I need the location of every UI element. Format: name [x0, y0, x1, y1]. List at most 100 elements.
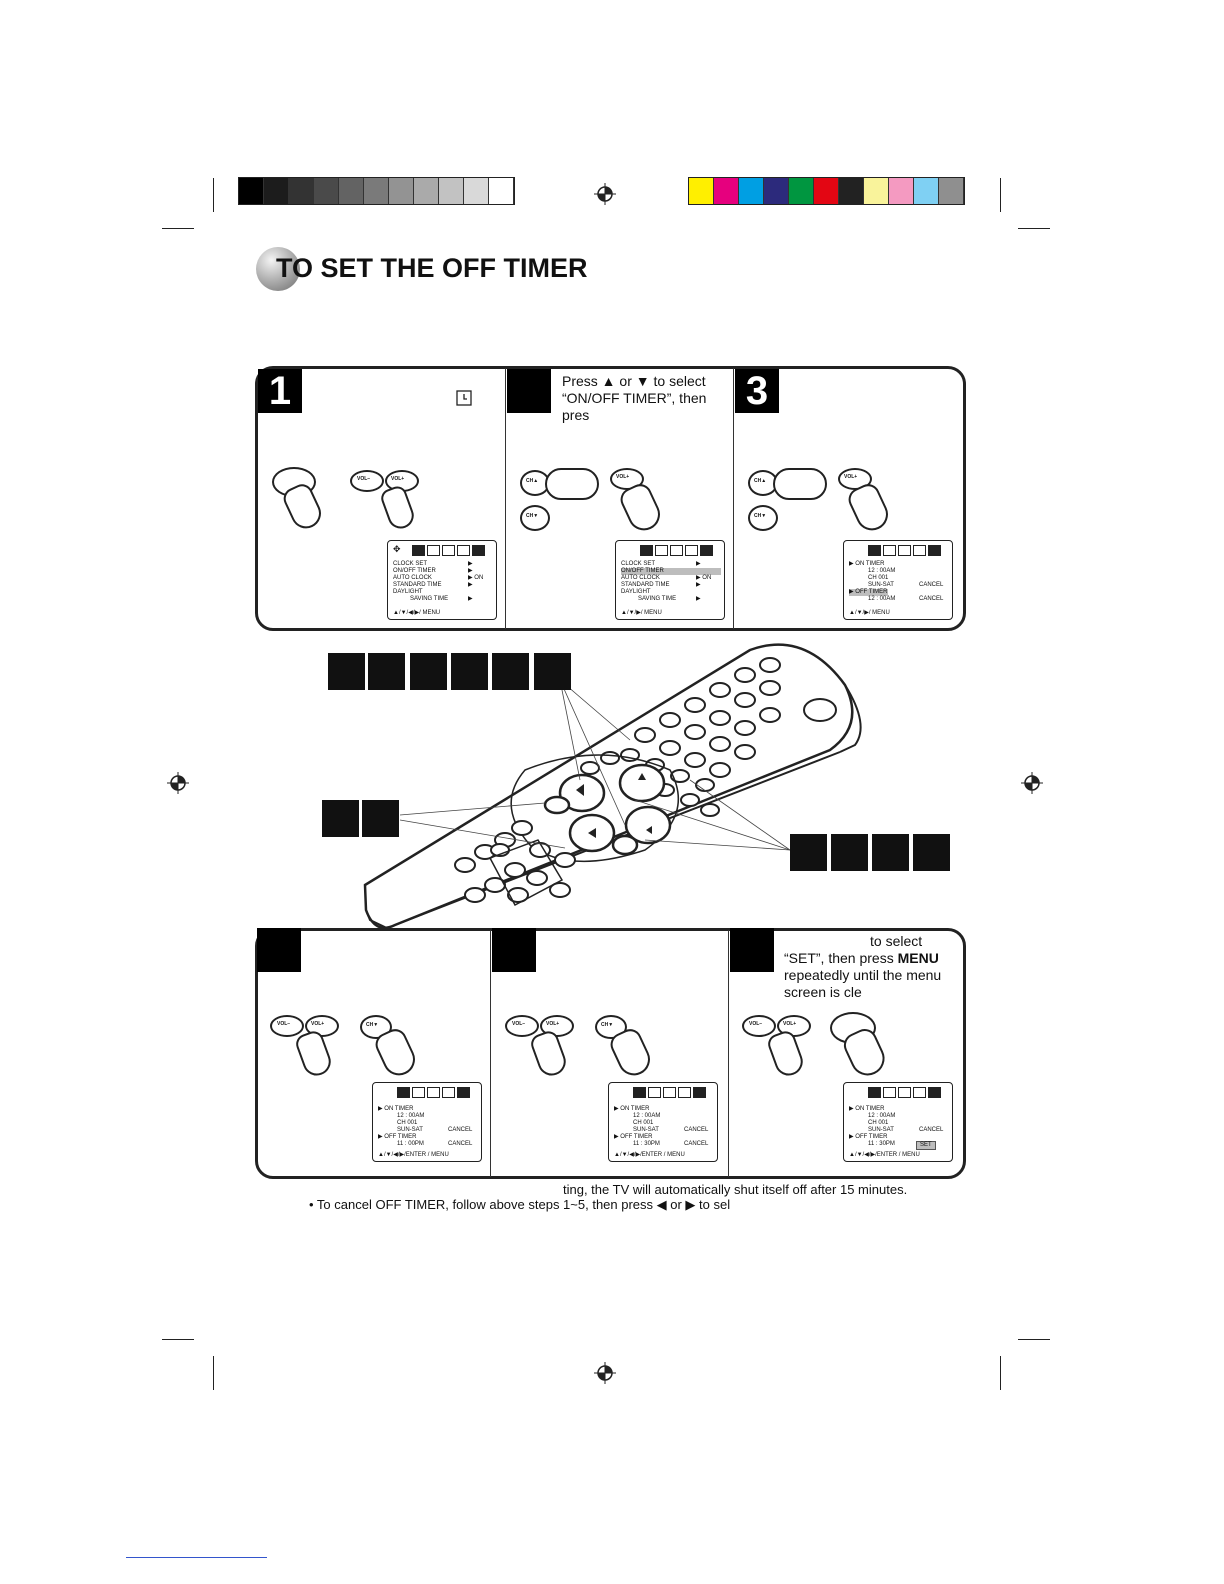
callout-label-box	[322, 800, 359, 837]
callout-label-box	[534, 653, 571, 690]
color-swatch	[264, 178, 289, 204]
panel-divider	[490, 930, 491, 1177]
vol-minus-button[interactable]	[350, 470, 384, 492]
vol-minus-label: VOL–	[512, 1021, 526, 1027]
footnote-auto-shutoff: ting, the TV will automatically shut its…	[563, 1182, 908, 1197]
color-swatch	[289, 178, 314, 204]
crop-mark	[213, 1356, 214, 1390]
callout-label-box	[362, 800, 399, 837]
color-swatch	[314, 178, 339, 204]
vol-minus-label: VOL–	[749, 1021, 763, 1027]
footnote-cancel-off-timer: • To cancel OFF TIMER, follow above step…	[309, 1197, 731, 1212]
color-swatch	[439, 178, 464, 204]
ch-up-label: CH▲	[754, 478, 767, 484]
vol-minus-button[interactable]	[742, 1015, 776, 1037]
color-swatch	[739, 178, 764, 204]
menu-screen-off-timer-minutes: ▶ ON TIMER 12 : 00AM CH 001 SUN-SAT CANC…	[608, 1082, 718, 1162]
color-swatch	[864, 178, 889, 204]
color-swatch	[914, 178, 939, 204]
menu-screen-clock: ✥ CLOCK SET ON/OFF TIMER AUTO CLOCK STAN…	[387, 540, 497, 620]
color-swatch	[489, 178, 514, 204]
crop-mark	[162, 228, 194, 229]
step-6-instruction: to select “SET”, then press MENU repeate…	[784, 933, 942, 1000]
callout-label-box	[872, 834, 909, 871]
ch-up-label: CH▲	[526, 478, 539, 484]
step-number-4	[257, 928, 301, 972]
vol-plus-label: VOL+	[844, 474, 858, 480]
ch-down-label: CH▼	[754, 513, 767, 519]
set-option: SET	[916, 1141, 936, 1150]
menu-screen-timer: ▶ ON TIMER 12 : 00AM CH 001 SUN-SAT CANC…	[843, 540, 953, 620]
menu-screen-off-timer-set: ▶ ON TIMER 12 : 00AM CH 001 SUN-SAT CANC…	[843, 1082, 953, 1162]
callout-label-box	[913, 834, 950, 871]
crop-mark	[1018, 1339, 1050, 1340]
color-swatch	[814, 178, 839, 204]
ch-down-button[interactable]	[520, 505, 550, 531]
callout-label-box	[790, 834, 827, 871]
ch-down-label: CH▼	[366, 1022, 379, 1028]
color-swatch	[414, 178, 439, 204]
vol-plus-label: VOL+	[616, 474, 630, 480]
page-underline	[126, 1557, 267, 1558]
callout-lines	[399, 680, 790, 851]
step-number-2	[507, 369, 551, 413]
color-swatch	[389, 178, 414, 204]
color-swatch	[789, 178, 814, 204]
remote-control-illustration	[363, 643, 862, 933]
panel-divider	[728, 930, 729, 1177]
callout-label-box	[492, 653, 529, 690]
color-swatch	[689, 178, 714, 204]
panel-divider	[733, 368, 734, 629]
registration-target-icon	[1021, 772, 1043, 794]
vol-plus-label: VOL+	[783, 1021, 797, 1027]
menu-screen-off-timer-hour: ▶ ON TIMER 12 : 00AM CH 001 SUN-SAT CANC…	[372, 1082, 482, 1162]
color-swatch	[714, 178, 739, 204]
color-swatch	[839, 178, 864, 204]
registration-target-icon	[594, 183, 616, 205]
registration-target-icon	[594, 1362, 616, 1384]
callout-label-box	[368, 653, 405, 690]
menu-screen-clock-selected: CLOCK SET ON/OFF TIMER AUTO CLOCK STANDA…	[615, 540, 725, 620]
callout-label-box	[831, 834, 868, 871]
heading-bullet-icon	[256, 247, 300, 291]
step-number-6	[730, 928, 774, 972]
color-swatch	[764, 178, 789, 204]
color-swatch	[339, 178, 364, 204]
crop-mark	[213, 178, 214, 212]
ch-down-label: CH▼	[526, 513, 539, 519]
ch-down-button[interactable]	[748, 505, 778, 531]
step-number-1: 1	[258, 369, 302, 413]
registration-target-icon	[167, 772, 189, 794]
color-swatch	[239, 178, 264, 204]
callout-label-box	[410, 653, 447, 690]
vol-minus-button[interactable]	[505, 1015, 539, 1037]
color-swatch	[364, 178, 389, 204]
crop-mark	[1018, 228, 1050, 229]
step-number-3: 3	[735, 369, 779, 413]
page-title: TO SET THE OFF TIMER	[276, 253, 588, 283]
panel-divider	[505, 368, 506, 629]
color-swatch	[464, 178, 489, 204]
step-number-5	[492, 928, 536, 972]
pressing-hand-icon	[545, 468, 599, 500]
callout-label-box	[328, 653, 365, 690]
grayscale-bar	[238, 177, 515, 205]
vol-plus-label: VOL+	[311, 1021, 325, 1027]
clock-icon	[456, 390, 472, 406]
crop-mark	[1000, 1356, 1001, 1390]
color-swatch	[889, 178, 914, 204]
vol-minus-label: VOL–	[277, 1021, 291, 1027]
ch-down-label: CH▼	[601, 1022, 614, 1028]
vol-minus-label: VOL–	[357, 476, 371, 482]
callout-label-box	[451, 653, 488, 690]
move-arrows-icon: ✥	[393, 544, 401, 554]
step-2-instruction: Press ▲ or ▼ to select “ON/OFF TIMER”, t…	[562, 373, 707, 423]
vol-minus-button[interactable]	[270, 1015, 304, 1037]
crop-mark	[162, 1339, 194, 1340]
vol-plus-label: VOL+	[546, 1021, 560, 1027]
color-swatch	[939, 178, 964, 204]
pressing-hand-icon	[773, 468, 827, 500]
color-bar	[688, 177, 965, 205]
vol-plus-label: VOL+	[391, 476, 405, 482]
crop-mark	[1000, 178, 1001, 212]
